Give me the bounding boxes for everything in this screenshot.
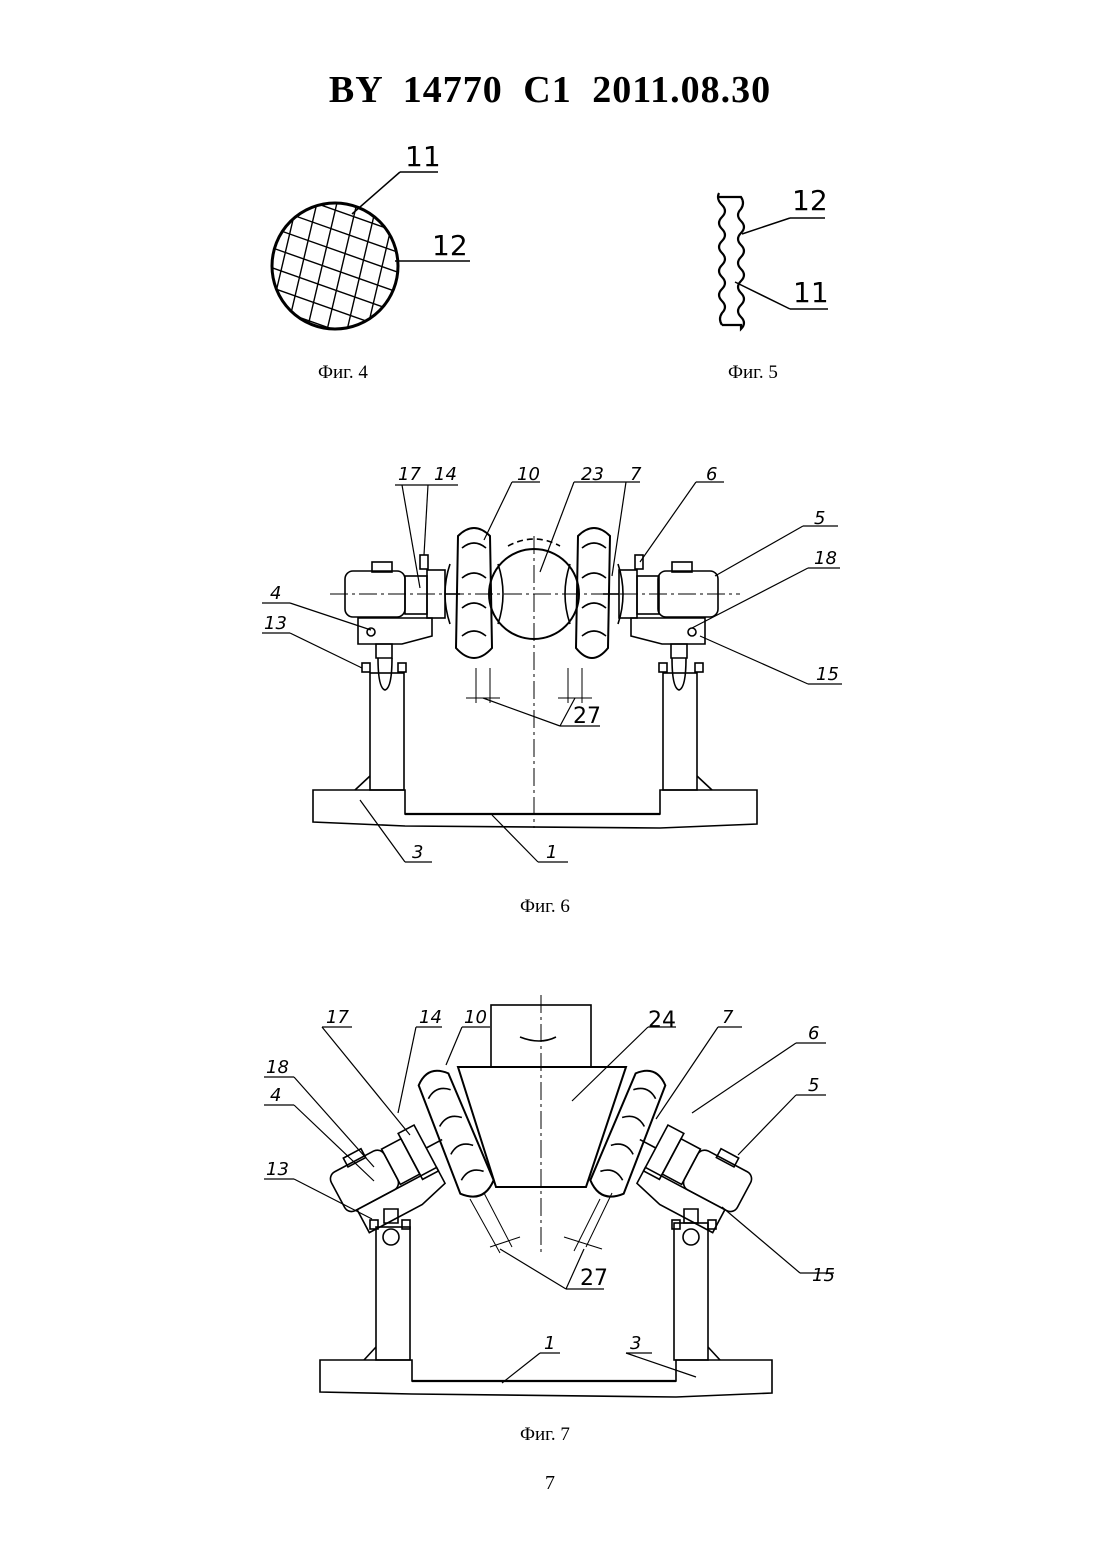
fig7-label-14: 14 (419, 1007, 442, 1028)
fig6-label-3: 3 (412, 842, 423, 863)
fig6-label-18: 18 (814, 548, 837, 569)
fig7-label-3: 3 (630, 1333, 641, 1354)
fig7-label-6: 6 (808, 1023, 819, 1044)
fig7-left-post (376, 1227, 410, 1360)
fig4-disc (240, 160, 440, 380)
fig6-label-10: 10 (517, 464, 540, 485)
fig7-caption: Фиг. 7 (520, 1424, 570, 1446)
fig7-label-10: 10 (464, 1007, 487, 1028)
fig7-cone (458, 1067, 626, 1187)
fig6-label-7: 7 (630, 464, 642, 485)
fig6-base (313, 790, 757, 828)
fig6-label-1: 1 (546, 842, 557, 863)
fig6-left-roller (456, 528, 492, 658)
fig6-label-13: 13 (264, 613, 287, 634)
fig6-label-17: 17 (398, 464, 421, 485)
figure-7-drawing: 17 14 10 24 7 6 5 18 4 13 15 27 1 3 (0, 995, 1100, 1415)
fig4-caption: Фиг. 4 (318, 362, 368, 384)
fig7-label-13: 13 (266, 1159, 289, 1180)
fig7-label-4: 4 (270, 1085, 281, 1106)
fig7-label-18: 18 (266, 1057, 289, 1078)
fig6-label-27: 27 (573, 704, 601, 729)
fig6-label-15: 15 (816, 664, 839, 685)
fig6-label-5: 5 (814, 508, 825, 529)
fig6-left-post (370, 673, 404, 790)
fig6-label-14: 14 (434, 464, 457, 485)
page-number: 7 (0, 1472, 1100, 1495)
fig5-caption: Фиг. 5 (728, 362, 778, 384)
fig6-caption: Фиг. 6 (520, 896, 570, 918)
figure-4-5-drawing: 11 12 12 11 (0, 130, 1100, 470)
fig6-label-4: 4 (270, 583, 281, 604)
fig7-label-17: 17 (326, 1007, 349, 1028)
patent-header: BY 14770 C1 2011.08.30 (0, 68, 1100, 112)
fig7-label-27: 27 (580, 1266, 608, 1291)
fig7-right-post (674, 1223, 708, 1360)
fig4-label-11: 11 (405, 140, 441, 173)
fig4-label-12: 12 (432, 229, 468, 262)
fig5-label-12: 12 (792, 184, 828, 217)
fig7-label-24: 24 (648, 1008, 676, 1033)
fig6-label-23: 23 (581, 464, 604, 485)
fig7-label-7: 7 (722, 1007, 734, 1028)
fig5-strip (718, 193, 744, 329)
fig7-label-1: 1 (544, 1333, 555, 1354)
fig7-right-roller (587, 1065, 670, 1202)
fig7-label-15: 15 (812, 1265, 835, 1286)
fig6-right-post (663, 673, 697, 790)
fig7-label-5: 5 (808, 1075, 819, 1096)
figure-6-drawing: 17 14 10 23 7 6 5 18 4 13 15 27 3 1 (0, 458, 1100, 888)
fig5-label-11: 11 (793, 276, 829, 309)
fig7-base (320, 1360, 772, 1397)
fig6-label-6: 6 (706, 464, 717, 485)
fig7-left-roller (414, 1065, 497, 1202)
